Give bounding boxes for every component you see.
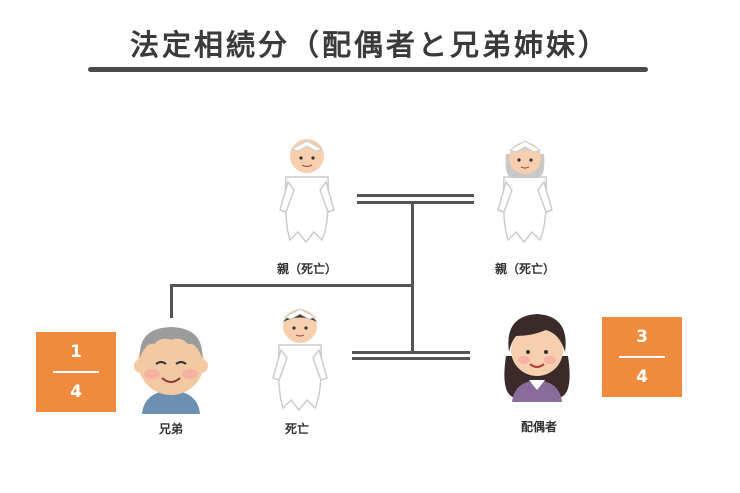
spouse-label: 配偶者	[520, 420, 557, 434]
parents-descent-line	[411, 201, 414, 354]
ghost-parent-icon	[279, 139, 335, 244]
share-numerator: 3	[636, 327, 648, 347]
parent-right-label: 親（死亡）	[494, 262, 555, 276]
spouse-share-box: 3 4	[602, 317, 682, 397]
share-denominator: 4	[70, 382, 82, 402]
spouse-marriage-line-top	[352, 351, 470, 354]
elderly-man-icon	[134, 327, 208, 414]
spouse-marriage-line-bottom	[352, 357, 470, 360]
ghost-icon	[272, 308, 328, 412]
ghost-parent-icon	[497, 140, 553, 244]
deceased-label: 死亡	[284, 422, 309, 436]
share-numerator: 1	[70, 342, 82, 362]
parents-marriage-line-bottom	[357, 201, 474, 204]
page-title: 法定相続分（配偶者と兄弟姉妹）	[129, 28, 610, 62]
sibling-vertical-line	[170, 284, 173, 318]
fraction-bar	[619, 356, 665, 358]
sibling-share-box: 1 4	[36, 332, 116, 412]
parent-left-label: 親（死亡）	[276, 262, 337, 276]
parents-marriage-line-top	[357, 194, 474, 197]
woman-icon	[504, 314, 570, 402]
children-horizontal-line	[170, 284, 414, 287]
fraction-bar	[53, 371, 99, 373]
title-underline	[88, 67, 648, 72]
share-denominator: 4	[636, 367, 648, 387]
sibling-label: 兄弟	[158, 422, 183, 436]
